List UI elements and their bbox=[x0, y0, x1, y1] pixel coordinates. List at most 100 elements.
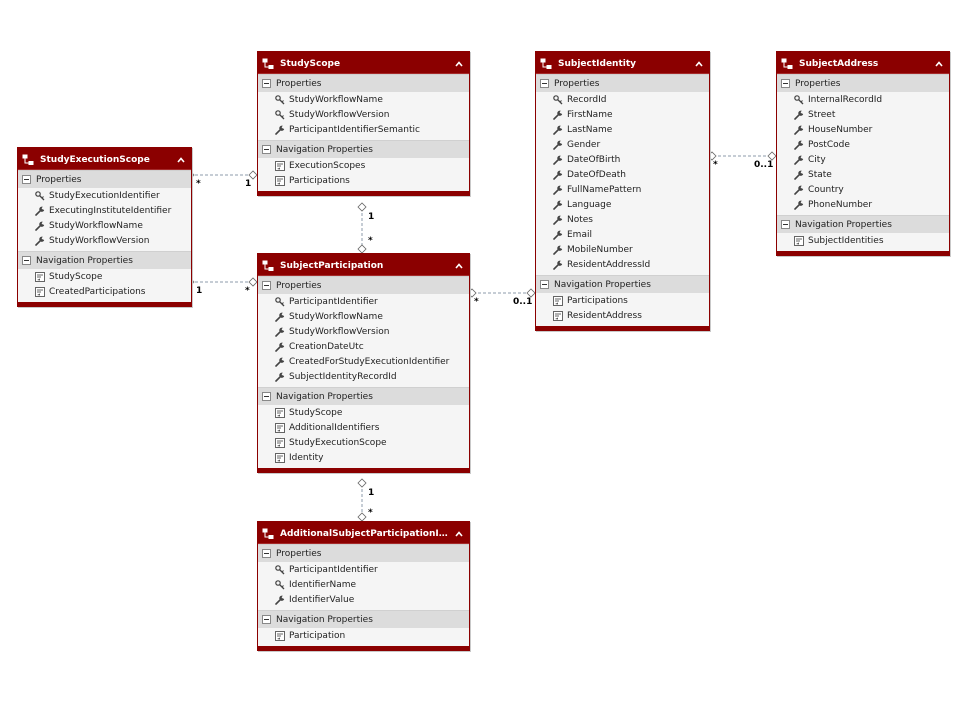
property-row[interactable]: StudyExecutionIdentifier bbox=[18, 188, 191, 203]
navigation-row[interactable]: SubjectIdentities bbox=[777, 233, 949, 248]
property-row[interactable]: Street bbox=[777, 107, 949, 122]
multiplicity-label: 1 bbox=[368, 488, 375, 498]
navigation-section-header[interactable]: Navigation Properties bbox=[258, 610, 469, 628]
property-row[interactable]: SubjectIdentityRecordId bbox=[258, 369, 469, 384]
chevron-up-icon[interactable] bbox=[175, 154, 187, 166]
property-row[interactable]: Email bbox=[536, 227, 709, 242]
property-row[interactable]: Country bbox=[777, 182, 949, 197]
collapse-minus-icon[interactable] bbox=[262, 549, 271, 558]
navigation-section-header[interactable]: Navigation Properties bbox=[258, 387, 469, 405]
property-row[interactable]: RecordId bbox=[536, 92, 709, 107]
entity-header[interactable]: AdditionalSubjectParticipationIdentif... bbox=[258, 522, 469, 544]
navigation-row[interactable]: StudyScope bbox=[18, 269, 191, 284]
property-row[interactable]: InternalRecordId bbox=[777, 92, 949, 107]
wrench-icon bbox=[794, 185, 804, 195]
property-row[interactable]: StudyWorkflowName bbox=[258, 92, 469, 107]
chevron-up-icon[interactable] bbox=[453, 260, 465, 272]
property-row[interactable]: ParticipantIdentifier bbox=[258, 294, 469, 309]
property-row[interactable]: Gender bbox=[536, 137, 709, 152]
navigation-section-header[interactable]: Navigation Properties bbox=[18, 251, 191, 269]
navigation-row[interactable]: Participations bbox=[258, 173, 469, 188]
entity-additional-identifier[interactable]: AdditionalSubjectParticipationIdentif...… bbox=[257, 521, 470, 651]
property-row[interactable]: CreationDateUtc bbox=[258, 339, 469, 354]
chevron-up-icon[interactable] bbox=[933, 58, 945, 70]
property-row[interactable]: StudyWorkflowName bbox=[18, 218, 191, 233]
collapse-minus-icon[interactable] bbox=[262, 392, 271, 401]
property-row[interactable]: DateOfBirth bbox=[536, 152, 709, 167]
properties-section-header[interactable]: Properties bbox=[258, 544, 469, 562]
navigation-row[interactable]: Participations bbox=[536, 293, 709, 308]
property-row[interactable]: LastName bbox=[536, 122, 709, 137]
collapse-minus-icon[interactable] bbox=[22, 256, 31, 265]
property-row[interactable]: ParticipantIdentifierSemantic bbox=[258, 122, 469, 137]
collapse-minus-icon[interactable] bbox=[781, 220, 790, 229]
navigation-row[interactable]: ResidentAddress bbox=[536, 308, 709, 323]
collapse-minus-icon[interactable] bbox=[22, 175, 31, 184]
property-row[interactable]: IdentifierName bbox=[258, 577, 469, 592]
property-row[interactable]: Notes bbox=[536, 212, 709, 227]
wrench-icon bbox=[553, 185, 563, 195]
chevron-up-icon[interactable] bbox=[693, 58, 705, 70]
navigation-row[interactable]: Identity bbox=[258, 450, 469, 465]
properties-section-header[interactable]: Properties bbox=[258, 276, 469, 294]
property-row[interactable]: Language bbox=[536, 197, 709, 212]
entity-header[interactable]: SubjectParticipation bbox=[258, 254, 469, 276]
property-row[interactable]: StudyWorkflowVersion bbox=[18, 233, 191, 248]
wrench-icon bbox=[794, 125, 804, 135]
properties-section-header[interactable]: Properties bbox=[258, 74, 469, 92]
property-name: SubjectIdentityRecordId bbox=[289, 371, 397, 382]
property-row[interactable]: FullNamePattern bbox=[536, 182, 709, 197]
properties-section-header[interactable]: Properties bbox=[18, 170, 191, 188]
properties-section-header[interactable]: Properties bbox=[777, 74, 949, 92]
navigation-row[interactable]: CreatedParticipations bbox=[18, 284, 191, 299]
chevron-up-icon[interactable] bbox=[453, 528, 465, 540]
navigation-row[interactable]: Participation bbox=[258, 628, 469, 643]
property-row[interactable]: DateOfDeath bbox=[536, 167, 709, 182]
navigation-row[interactable]: StudyScope bbox=[258, 405, 469, 420]
collapse-minus-icon[interactable] bbox=[262, 79, 271, 88]
chevron-up-icon[interactable] bbox=[453, 58, 465, 70]
collapse-minus-icon[interactable] bbox=[781, 79, 790, 88]
property-row[interactable]: PhoneNumber bbox=[777, 197, 949, 212]
property-row[interactable]: ResidentAddressId bbox=[536, 257, 709, 272]
property-row[interactable]: City bbox=[777, 152, 949, 167]
entity-footer bbox=[258, 191, 469, 195]
navigation-section-header[interactable]: Navigation Properties bbox=[258, 140, 469, 158]
entity-header[interactable]: StudyExecutionScope bbox=[18, 148, 191, 170]
navigation-row[interactable]: ExecutionScopes bbox=[258, 158, 469, 173]
entity-header[interactable]: SubjectIdentity bbox=[536, 52, 709, 74]
property-row[interactable]: StudyWorkflowName bbox=[258, 309, 469, 324]
property-row[interactable]: PostCode bbox=[777, 137, 949, 152]
navigation-row[interactable]: AdditionalIdentifiers bbox=[258, 420, 469, 435]
properties-section-header[interactable]: Properties bbox=[536, 74, 709, 92]
navigation-section-header[interactable]: Navigation Properties bbox=[777, 215, 949, 233]
collapse-minus-icon[interactable] bbox=[262, 615, 271, 624]
navigation-name: StudyScope bbox=[49, 271, 103, 282]
association-end-diamond-icon bbox=[767, 151, 777, 161]
multiplicity-label: 0..1 bbox=[513, 297, 533, 307]
property-row[interactable]: MobileNumber bbox=[536, 242, 709, 257]
property-row[interactable]: CreatedForStudyExecutionIdentifier bbox=[258, 354, 469, 369]
entity-header[interactable]: SubjectAddress bbox=[777, 52, 949, 74]
property-row[interactable]: HouseNumber bbox=[777, 122, 949, 137]
property-row[interactable]: IdentifierValue bbox=[258, 592, 469, 607]
property-row[interactable]: ExecutingInstituteIdentifier bbox=[18, 203, 191, 218]
property-row[interactable]: StudyWorkflowVersion bbox=[258, 324, 469, 339]
property-row[interactable]: ParticipantIdentifier bbox=[258, 562, 469, 577]
collapse-minus-icon[interactable] bbox=[262, 281, 271, 290]
property-row[interactable]: FirstName bbox=[536, 107, 709, 122]
navigation-row[interactable]: StudyExecutionScope bbox=[258, 435, 469, 450]
property-row[interactable]: StudyWorkflowVersion bbox=[258, 107, 469, 122]
collapse-minus-icon[interactable] bbox=[540, 280, 549, 289]
entity-header[interactable]: StudyScope bbox=[258, 52, 469, 74]
multiplicity-label: * bbox=[368, 236, 373, 246]
collapse-minus-icon[interactable] bbox=[540, 79, 549, 88]
collapse-minus-icon[interactable] bbox=[262, 145, 271, 154]
property-row[interactable]: State bbox=[777, 167, 949, 182]
navigation-section-header[interactable]: Navigation Properties bbox=[536, 275, 709, 293]
